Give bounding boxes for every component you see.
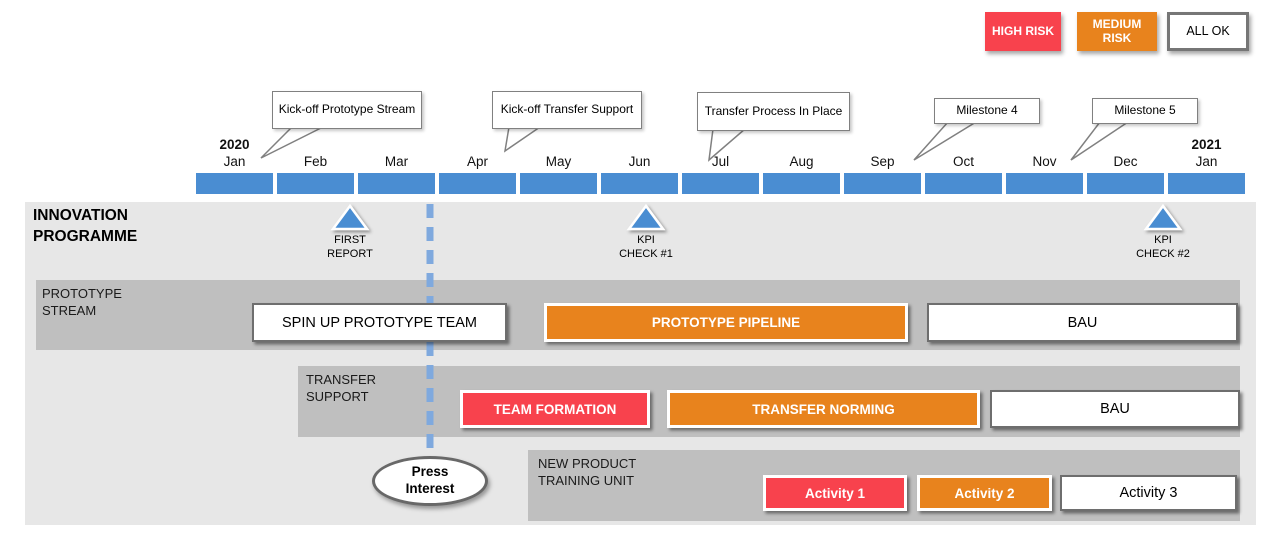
legend-item-medium-risk: MEDIUM RISK	[1077, 12, 1157, 51]
timeline-segment	[439, 173, 516, 194]
row-label-new-product-training-unit: NEW PRODUCT TRAINING UNIT	[538, 456, 636, 488]
month-label-nov-10: Nov	[1032, 154, 1057, 169]
marker-line2: CHECK #1	[619, 248, 673, 261]
month-label-jun-5: Jun	[628, 154, 651, 169]
timeline-segment	[601, 173, 678, 194]
month-label-jul-6: Jul	[711, 154, 730, 169]
month-label-may-4: May	[545, 154, 572, 169]
timeline-segment	[520, 173, 597, 194]
callout-transfer-process-in-place: Transfer Process In Place	[697, 92, 850, 131]
legend-item-high-risk: HIGH RISK	[985, 12, 1061, 51]
press-interest-line2: Interest	[405, 481, 455, 496]
bar-activity-1: Activity 1	[763, 475, 907, 511]
bar-team-formation: TEAM FORMATION	[460, 390, 650, 428]
month-label-aug-7: Aug	[789, 154, 814, 169]
callout-kick-off-prototype-stream: Kick-off Prototype Stream	[272, 91, 422, 129]
timeline-segment	[1168, 173, 1245, 194]
marker-line1: FIRST	[334, 234, 366, 246]
month-label-jan-12: Jan	[1195, 154, 1218, 169]
bar-prototype-pipeline: PROTOTYPE PIPELINE	[544, 303, 908, 342]
timeline-segment	[925, 173, 1002, 194]
bar-activity-3: Activity 3	[1060, 475, 1237, 511]
month-label-oct-9: Oct	[952, 154, 974, 169]
bar-spin-up-prototype-team: SPIN UP PROTOTYPE TEAM	[252, 303, 507, 342]
callout-milestone-4: Milestone 4	[934, 98, 1040, 124]
marker-line2: CHECK #2	[1136, 248, 1190, 261]
timeline-segment	[277, 173, 354, 194]
press-interest-callout: Press Interest	[372, 456, 488, 506]
bar-bau: BAU	[990, 390, 1240, 428]
timeline-segment	[682, 173, 759, 194]
month-label-dec-11: Dec	[1113, 154, 1138, 169]
bar-transfer-norming: TRANSFER NORMING	[667, 390, 980, 428]
timeline-segment	[844, 173, 921, 194]
month-label-jan-0: Jan	[223, 154, 246, 169]
timeline-segment	[1087, 173, 1164, 194]
timeline-segment	[763, 173, 840, 194]
year-end-label: 2021	[1191, 137, 1222, 152]
month-label-sep-8: Sep	[870, 154, 895, 169]
legend-item-all-ok: ALL OK	[1167, 12, 1249, 51]
marker-label-first-report: FIRST REPORT	[310, 233, 390, 262]
month-label-mar-2: Mar	[384, 154, 409, 169]
bar-bau: BAU	[927, 303, 1238, 342]
marker-line2: REPORT	[327, 248, 373, 261]
timeline-segment	[1006, 173, 1083, 194]
press-interest-line1: Press	[411, 464, 449, 480]
timeline-segment	[196, 173, 273, 194]
callout-kick-off-transfer-support: Kick-off Transfer Support	[492, 91, 642, 129]
marker-label-kpi-check-2: KPI CHECK #2	[1123, 233, 1203, 262]
month-label-feb-1: Feb	[303, 154, 328, 169]
programme-title: INNOVATION PROGRAMME	[33, 207, 138, 245]
timeline-segment	[358, 173, 435, 194]
callout-tail-kick-off-transfer-support	[503, 126, 543, 153]
marker-line1: KPI	[637, 234, 655, 246]
month-label-apr-3: Apr	[466, 154, 488, 169]
callout-milestone-5: Milestone 5	[1092, 98, 1198, 124]
marker-line1: KPI	[1154, 234, 1172, 246]
marker-label-kpi-check-1: KPI CHECK #1	[606, 233, 686, 262]
row-label-transfer-support: TRANSFER SUPPORT	[306, 372, 377, 404]
row-label-prototype-stream: PROTOTYPE STREAM	[42, 286, 122, 318]
bar-activity-2: Activity 2	[917, 475, 1052, 511]
year-start-label: 2020	[219, 137, 250, 152]
